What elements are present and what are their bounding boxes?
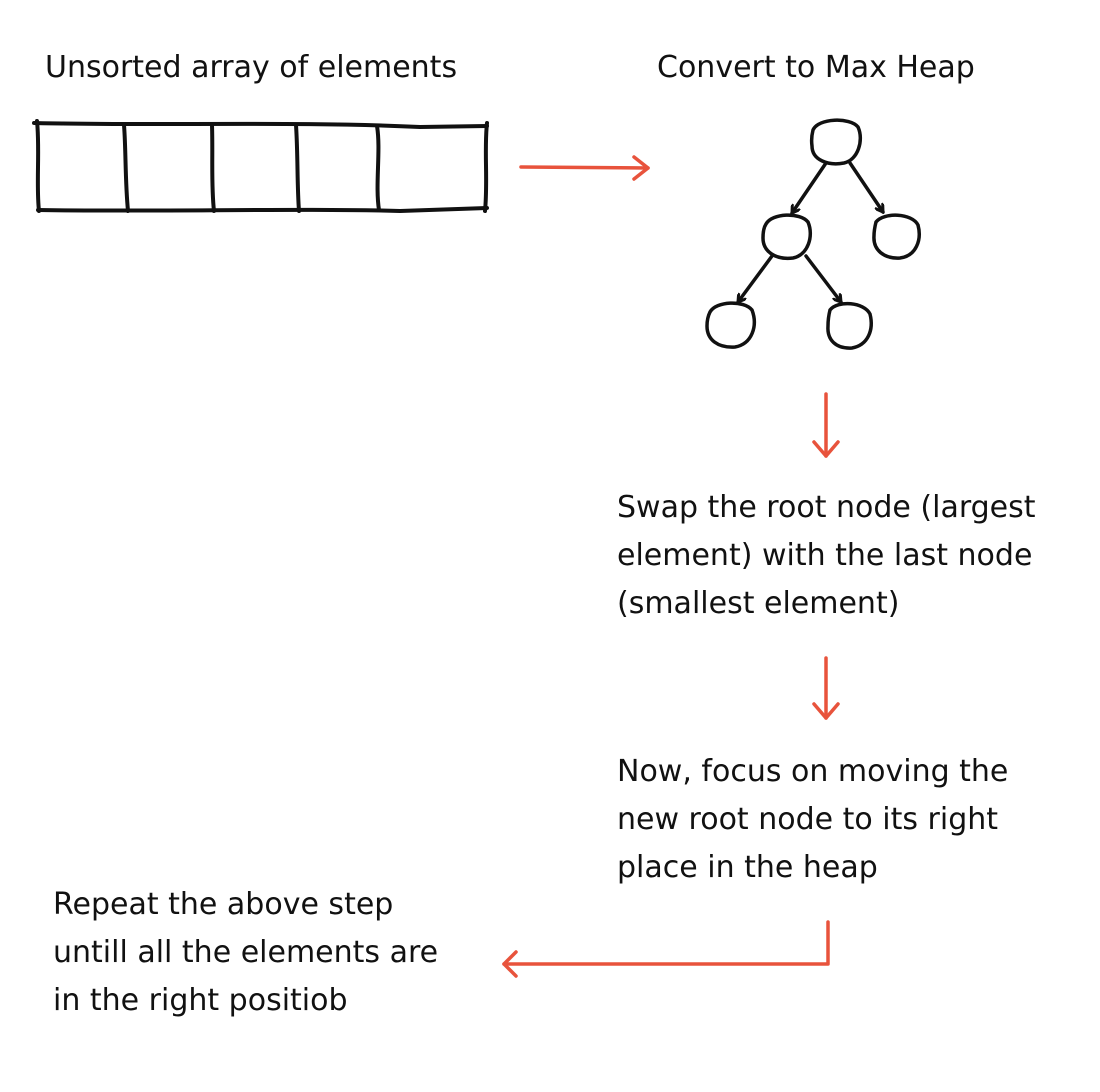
heap-tree: [705, 118, 921, 350]
array-divider-4: [375, 124, 381, 212]
array-divider-right: [483, 121, 489, 213]
array-divider-3: [294, 123, 301, 213]
step-focus-line-2: new root node to its right: [617, 802, 999, 837]
array-bottom-edge: [36, 206, 489, 214]
heap-node-root: [809, 118, 863, 166]
step-swap-line-3: (smallest element): [617, 586, 900, 621]
heap-node-left-left: [705, 301, 757, 349]
step-swap-text: Swap the root node (largest element) wit…: [617, 484, 1087, 628]
step-repeat-text: Repeat the above step untill all the ele…: [53, 881, 473, 1025]
heap-edge-left-leftleft: [736, 254, 774, 302]
step-repeat-line-1: Repeat the above step: [53, 887, 394, 922]
arrow-down-1: [812, 392, 840, 458]
max-heap-label: Convert to Max Heap: [657, 50, 975, 85]
heap-node-left: [761, 213, 813, 261]
heap-node-left-right: [826, 301, 873, 350]
arrow-to-heap: [519, 155, 650, 181]
step-repeat-line-3: in the right positiob: [53, 983, 348, 1018]
array-divider-2: [210, 123, 216, 213]
heap-edge-root-left: [790, 161, 828, 213]
array-top-edge: [32, 121, 489, 130]
step-focus-text: Now, focus on moving the new root node t…: [617, 748, 1057, 892]
heap-node-right: [872, 213, 921, 260]
step-swap-line-2: element) with the last node: [617, 538, 1033, 573]
unsorted-array-label: Unsorted array of elements: [45, 50, 458, 85]
arrow-loop-back: [502, 920, 830, 978]
step-focus-line-1: Now, focus on moving the: [617, 754, 1009, 789]
arrow-down-2: [812, 656, 840, 720]
array-divider-left: [35, 119, 41, 213]
step-focus-line-3: place in the heap: [617, 850, 878, 885]
array-divider-1: [122, 123, 130, 213]
step-swap-line-1: Swap the root node (largest: [617, 490, 1036, 525]
heap-edge-root-right: [848, 161, 885, 212]
heap-edge-left-leftright: [804, 254, 843, 302]
step-repeat-line-2: untill all the elements are: [53, 935, 439, 970]
array-diagram: [32, 119, 489, 214]
